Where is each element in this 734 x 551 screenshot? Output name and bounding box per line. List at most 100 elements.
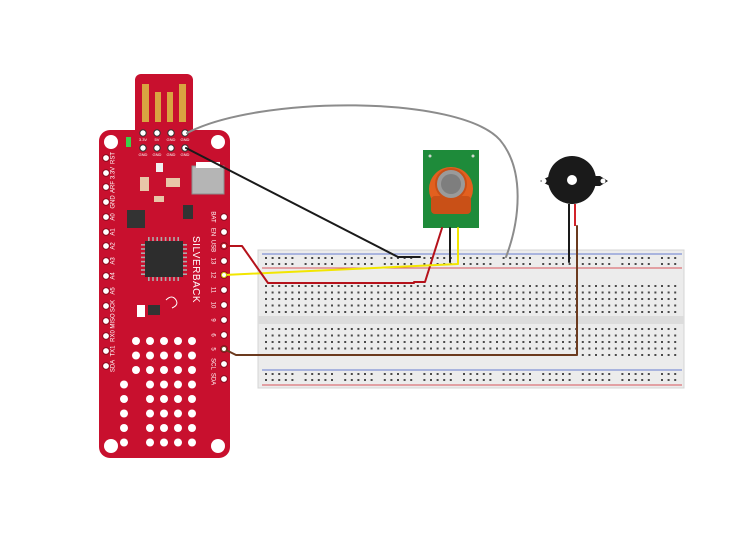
breadboard-hole bbox=[568, 291, 571, 294]
breadboard-hole bbox=[542, 334, 545, 337]
usb-pin-label: 5V bbox=[155, 137, 160, 142]
breadboard-hole bbox=[383, 285, 386, 287]
breadboard-hole bbox=[608, 341, 611, 343]
breadboard-hole bbox=[324, 311, 327, 313]
breadboard-hole bbox=[674, 263, 677, 265]
breadboard-hole bbox=[515, 341, 518, 343]
breadboard-hole bbox=[278, 263, 281, 265]
breadboard-hole bbox=[298, 291, 300, 294]
right-header-pin bbox=[220, 213, 228, 221]
breadboard-hole bbox=[383, 304, 386, 307]
breadboard-hole bbox=[265, 347, 267, 350]
breadboard-hole bbox=[661, 341, 663, 343]
breadboard-hole bbox=[390, 334, 393, 337]
breadboard-hole bbox=[298, 334, 300, 337]
left-header-pin bbox=[102, 302, 110, 310]
breadboard-hole bbox=[535, 347, 538, 350]
breadboard-hole bbox=[581, 379, 584, 381]
right-pin-label: SDA bbox=[209, 373, 215, 385]
breadboard-hole bbox=[568, 311, 571, 313]
breadboard-hole bbox=[364, 291, 366, 294]
breadboard-hole bbox=[661, 328, 663, 330]
breadboard-hole bbox=[542, 328, 545, 330]
breadboard-hole bbox=[350, 304, 353, 307]
breadboard-hole bbox=[370, 379, 373, 381]
breadboard-hole bbox=[456, 347, 459, 350]
breadboard-hole bbox=[502, 311, 505, 313]
breadboard-hole bbox=[522, 285, 525, 287]
breadboard-hole bbox=[291, 311, 294, 313]
breadboard-hole bbox=[601, 263, 604, 265]
breadboard-hole bbox=[614, 334, 617, 337]
breadboard-hole bbox=[436, 298, 439, 300]
breadboard-hole bbox=[436, 373, 439, 375]
breadboard-hole bbox=[265, 311, 267, 313]
breadboard-hole bbox=[370, 291, 373, 294]
breadboard-hole bbox=[357, 298, 360, 300]
breadboard-hole bbox=[601, 298, 604, 300]
breadboard-hole bbox=[331, 304, 333, 307]
breadboard-hole bbox=[436, 304, 439, 307]
breadboard-hole bbox=[522, 263, 525, 265]
proto-hole bbox=[188, 337, 196, 345]
breadboard-hole bbox=[364, 263, 366, 265]
breadboard-hole bbox=[529, 257, 531, 259]
breadboard-hole bbox=[641, 373, 644, 375]
breadboard-hole bbox=[291, 373, 294, 375]
mount-hole-br bbox=[211, 439, 225, 453]
breadboard-hole bbox=[304, 263, 307, 265]
breadboard-hole bbox=[595, 373, 597, 375]
breadboard-hole bbox=[562, 341, 564, 343]
right-header-pin bbox=[220, 257, 228, 265]
breadboard-hole bbox=[383, 379, 386, 381]
breadboard-hole bbox=[548, 328, 551, 330]
proto-hole bbox=[174, 409, 182, 418]
breadboard-hole bbox=[324, 334, 327, 337]
breadboard-hole bbox=[430, 334, 432, 337]
breadboard-hole bbox=[423, 347, 426, 350]
breadboard-hole bbox=[608, 379, 611, 381]
breadboard-hole bbox=[621, 347, 624, 350]
breadboard-hole bbox=[469, 341, 472, 343]
breadboard-hole bbox=[397, 291, 399, 294]
breadboard-hole bbox=[463, 379, 465, 381]
breadboard-hole bbox=[548, 298, 551, 300]
breadboard-hole bbox=[628, 291, 630, 294]
breadboard-hole bbox=[278, 328, 281, 330]
breadboard-hole bbox=[469, 328, 472, 330]
pin-end-12 bbox=[221, 272, 227, 278]
breadboard-hole bbox=[331, 373, 333, 375]
left-header-pin bbox=[102, 242, 110, 250]
breadboard-hole bbox=[601, 304, 604, 307]
breadboard-hole bbox=[647, 285, 650, 287]
breadboard-hole bbox=[403, 334, 406, 337]
breadboard-hole bbox=[588, 263, 591, 265]
breadboard-hole bbox=[357, 257, 360, 259]
breadboard-hole bbox=[641, 334, 644, 337]
breadboard-hole bbox=[667, 298, 670, 300]
breadboard-hole bbox=[430, 373, 432, 375]
breadboard-hole bbox=[304, 257, 307, 259]
proto-hole bbox=[146, 395, 154, 403]
breadboard-hole bbox=[416, 341, 419, 343]
breadboard-hole bbox=[298, 341, 300, 343]
breadboard-hole bbox=[548, 341, 551, 343]
breadboard-hole bbox=[278, 291, 281, 294]
breadboard-hole bbox=[416, 298, 419, 300]
breadboard-hole bbox=[456, 341, 459, 343]
breadboard-hole bbox=[291, 341, 294, 343]
breadboard-hole bbox=[324, 341, 327, 343]
breadboard-hole bbox=[555, 334, 558, 337]
breadboard-hole bbox=[522, 347, 525, 350]
breadboard-hole bbox=[350, 341, 353, 343]
breadboard-hole bbox=[284, 334, 287, 337]
breadboard-hole bbox=[456, 298, 459, 300]
breadboard-hole bbox=[271, 285, 274, 287]
breadboard-hole bbox=[370, 373, 373, 375]
breadboard-hole bbox=[509, 328, 512, 330]
breadboard-hole bbox=[331, 334, 333, 337]
breadboard-hole bbox=[476, 373, 479, 375]
breadboard-hole bbox=[608, 347, 611, 350]
usb-pin-label: GND bbox=[181, 137, 190, 142]
wire-red bbox=[223, 245, 415, 284]
